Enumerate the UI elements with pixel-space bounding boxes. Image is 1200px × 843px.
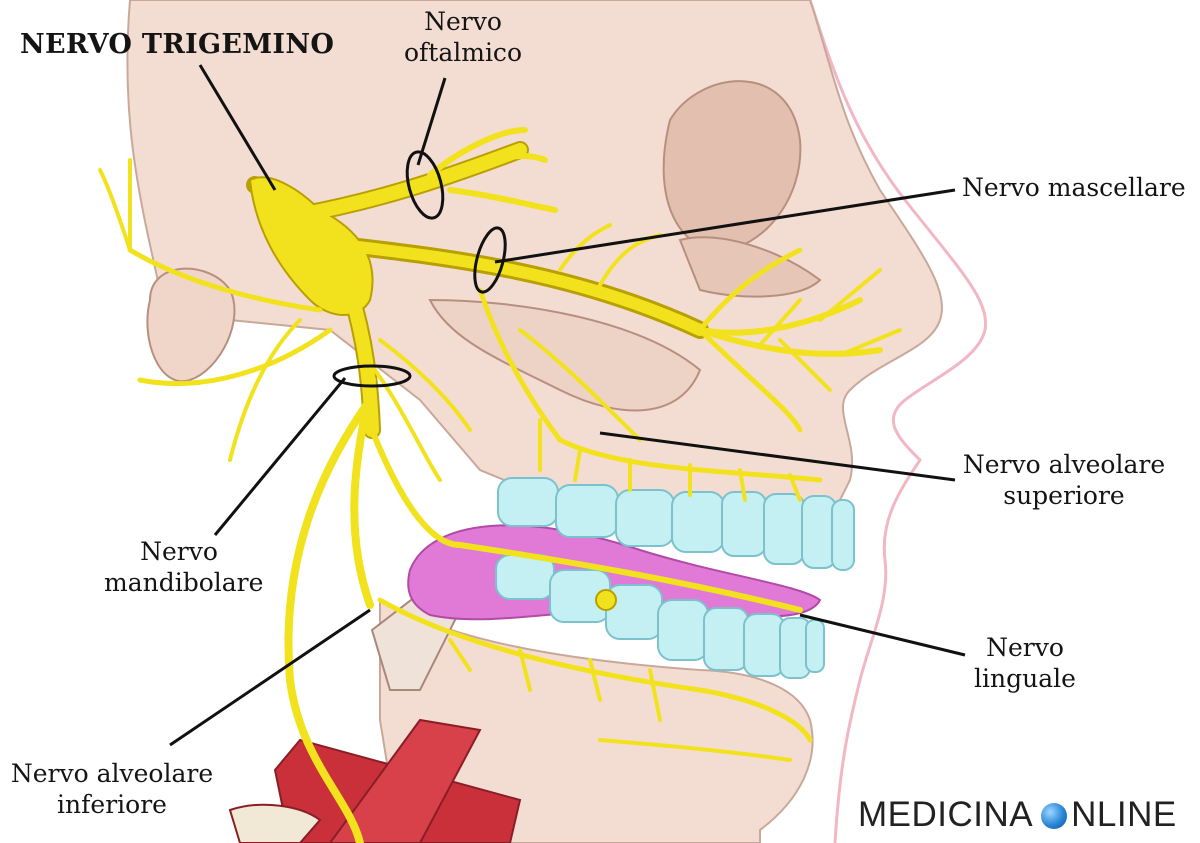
label-nervo-mandibolare: Nervo mandibolare bbox=[104, 537, 264, 597]
leader-alveolare-inferiore bbox=[169, 608, 371, 747]
lower-teeth bbox=[495, 554, 825, 679]
skull-bone bbox=[126, 0, 943, 521]
leader-linguale bbox=[799, 613, 966, 657]
diagram-title: NERVO TRIGEMINO bbox=[20, 29, 335, 60]
label-nervo-oftalmico: Nervo oftalmico bbox=[403, 7, 522, 67]
face-profile-outline bbox=[808, 0, 988, 843]
neck-muscles bbox=[228, 718, 522, 843]
lingual-branch bbox=[369, 427, 803, 613]
ring-oftalmico bbox=[405, 150, 445, 220]
maxillary-branch bbox=[294, 234, 706, 336]
label-nervo-alveolare-inferiore: Nervo alveolare inferiore bbox=[10, 759, 214, 819]
label-nervo-mascellare: Nervo mascellare bbox=[962, 173, 1186, 202]
ring-mandibolare bbox=[332, 364, 412, 388]
leader-oftalmico bbox=[416, 77, 447, 166]
leader-alveolare-superiore bbox=[599, 431, 956, 482]
brand-logo: MEDICINA NLINE bbox=[858, 795, 1177, 835]
ear bbox=[146, 267, 236, 383]
orbit-shadow bbox=[662, 80, 802, 252]
ring-mascellare bbox=[473, 226, 507, 294]
mandible bbox=[379, 598, 814, 843]
upper-teeth bbox=[497, 477, 855, 571]
brand-text-right: NLINE bbox=[1071, 795, 1177, 834]
brand-text-left: MEDICINA bbox=[858, 795, 1034, 834]
leader-title bbox=[198, 64, 277, 191]
superior-alveolar-branch bbox=[477, 287, 823, 483]
leader-mascellare bbox=[494, 188, 956, 264]
label-nervo-alveolare-superiore: Nervo alveolare superiore bbox=[962, 450, 1166, 510]
cheek-bone bbox=[428, 298, 702, 412]
leader-lines bbox=[169, 64, 966, 747]
inferior-alveolar-branch bbox=[284, 396, 374, 843]
nerve-branches bbox=[98, 127, 902, 843]
label-nervo-linguale: Nervo linguale bbox=[974, 633, 1076, 693]
globe-logo-icon bbox=[1041, 803, 1068, 829]
leader-mandibolare bbox=[213, 377, 347, 536]
nerve-rings bbox=[332, 150, 507, 388]
